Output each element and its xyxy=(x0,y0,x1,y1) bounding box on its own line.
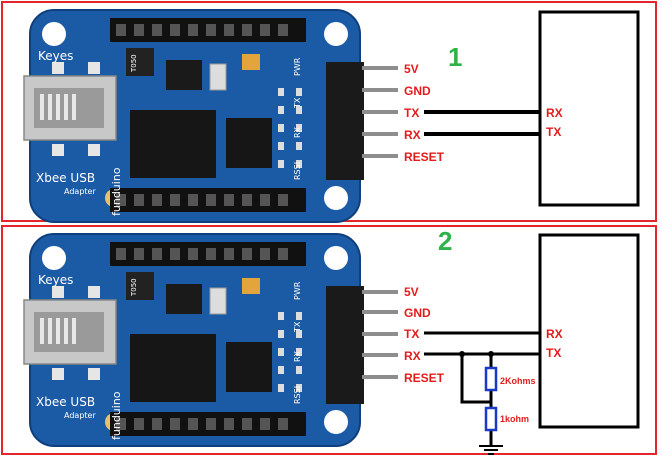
board-brand-label: Keyes xyxy=(38,49,73,63)
target-rx-label: RX xyxy=(546,327,563,341)
board-tx-label: TX xyxy=(293,97,302,109)
resistor-2kohm xyxy=(484,366,498,392)
pin-reset-label: RESET xyxy=(404,150,445,164)
pin-rx-label: RX xyxy=(404,128,421,142)
pin-5v-label: 5V xyxy=(404,285,419,299)
board-rx-label: RX xyxy=(293,350,302,362)
board-adapter-label: Adapter xyxy=(64,187,96,196)
pin-rx-label: RX xyxy=(404,349,421,363)
junction-dot xyxy=(488,351,494,357)
target-tx-label: TX xyxy=(546,346,561,360)
board-product-label: Xbee USB xyxy=(36,395,95,409)
header-pins-1 xyxy=(362,66,398,158)
target-device-1 xyxy=(538,10,640,207)
resistor-1kohm-label: 1kohm xyxy=(500,414,529,424)
panel-2-wires xyxy=(424,331,540,446)
board-chip-label: T050 xyxy=(130,54,138,73)
panel-1-wires xyxy=(424,110,540,136)
board-pwr-label: PWR xyxy=(293,57,302,76)
board-maker-label: funduino xyxy=(110,391,123,440)
panel-1-number: 1 xyxy=(448,42,462,72)
target-tx-label: TX xyxy=(546,125,561,139)
panel-2-frame xyxy=(1,225,657,455)
board-brand-label: Keyes xyxy=(38,273,73,287)
board-product-label: Xbee USB xyxy=(36,171,95,185)
pin-5v-label: 5V xyxy=(404,62,419,76)
ground-icon xyxy=(479,445,503,455)
board-rx-label: RX xyxy=(293,126,302,138)
panel-2-number: 2 xyxy=(438,226,452,256)
board-maker-label: funduino xyxy=(110,167,123,216)
board-adapter-label: Adapter xyxy=(64,411,96,420)
target-device-2 xyxy=(538,233,640,429)
resistor-2kohm-label: 2Kohms xyxy=(500,376,536,386)
board-rssi-label: RSSI xyxy=(293,162,302,180)
adapter-board-2: Keyes Xbee USB Adapter funduino PWR TX R… xyxy=(23,233,365,447)
resistor-1kohm xyxy=(484,406,498,432)
board-rssi-label: RSSI xyxy=(293,386,302,404)
pin-tx-label: TX xyxy=(404,106,419,120)
board-pwr-label: PWR xyxy=(293,281,302,300)
board-tx-label: TX xyxy=(293,321,302,333)
pin-gnd-label: GND xyxy=(404,306,431,320)
adapter-board-1: Keyes Xbee USB Adapter funduino PWR TX R… xyxy=(23,9,365,223)
target-rx-label: RX xyxy=(546,106,563,120)
pin-tx-label: TX xyxy=(404,327,419,341)
board-chip-label: T050 xyxy=(130,278,138,297)
pin-gnd-label: GND xyxy=(404,84,431,98)
header-pins-2 xyxy=(362,290,398,379)
junction-dot xyxy=(459,351,465,357)
pin-reset-label: RESET xyxy=(404,371,445,385)
